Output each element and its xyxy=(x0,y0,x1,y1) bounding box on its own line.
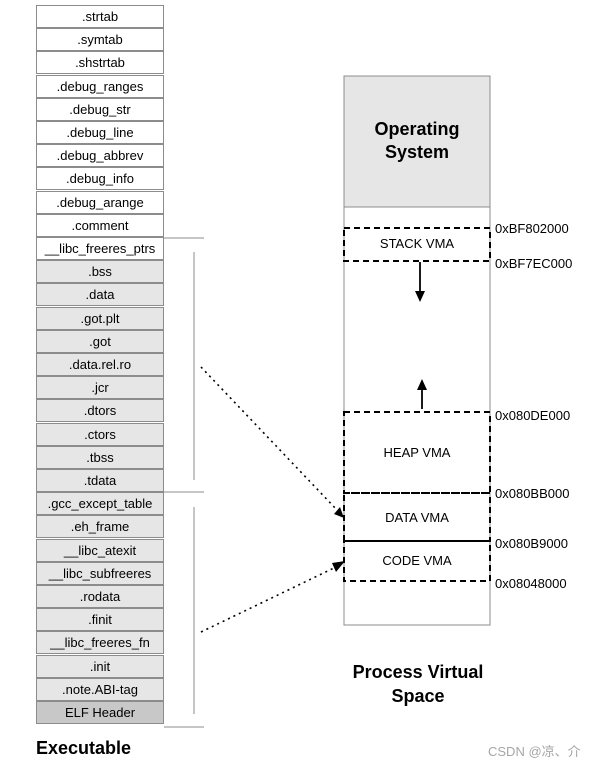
section-row: __libc_subfreeres xyxy=(36,561,164,585)
section-row: .strtab xyxy=(36,5,164,28)
data-vma-label: DATA VMA xyxy=(385,510,449,525)
section-row: .eh_frame xyxy=(36,515,164,539)
section-row: .got.plt xyxy=(36,306,164,330)
os-block xyxy=(343,75,491,208)
section-row: .comment xyxy=(36,213,164,237)
section-row: .debug_abbrev xyxy=(36,144,164,168)
section-row: .gcc_except_table xyxy=(36,492,164,516)
data-top-address: 0x080BB000 xyxy=(495,486,570,501)
heap-growth-arrow-head xyxy=(417,379,427,390)
section-row: .shstrtab xyxy=(36,51,164,75)
stack-growth-arrow-head xyxy=(415,291,425,302)
section-row: .symtab xyxy=(36,28,164,52)
section-row: .jcr xyxy=(36,376,164,400)
section-row: .debug_line xyxy=(36,121,164,144)
section-row: ELF Header xyxy=(36,701,164,724)
section-row: .finit xyxy=(36,608,164,632)
section-row: __libc_atexit xyxy=(36,538,164,562)
section-row: .got xyxy=(36,329,164,353)
executable-label: Executable xyxy=(36,738,132,758)
section-row: .init xyxy=(36,654,164,678)
data-mapping-arrow xyxy=(200,366,338,511)
section-row: .debug_arange xyxy=(36,190,164,214)
section-row: .data.rel.ro xyxy=(36,353,164,376)
stack-vma-box xyxy=(343,227,491,262)
stack-vma-label: STACK VMA xyxy=(379,236,455,251)
watermark: CSDN @凉、介 xyxy=(488,744,581,759)
code-top-address: 0x080B9000 xyxy=(495,536,569,551)
section-row: __libc_freeres_ptrs xyxy=(36,237,164,260)
code-vma-label: CODE VMA xyxy=(382,553,452,568)
code-mapping-arrow xyxy=(200,566,337,633)
section-row: .note.ABI-tag xyxy=(36,677,164,701)
code-vma-box xyxy=(343,540,491,582)
section-row: .tbss xyxy=(36,445,164,469)
code-bottom-address: 0x08048000 xyxy=(495,576,567,591)
section-row: .dtors xyxy=(36,399,164,423)
section-row: .debug_ranges xyxy=(36,74,164,98)
section-row: .debug_str xyxy=(36,97,164,121)
code-mapping-arrow-head xyxy=(332,561,345,572)
section-row: __libc_freeres_fn xyxy=(36,631,164,655)
section-row: .data xyxy=(36,283,164,307)
section-row: .tdata xyxy=(36,469,164,492)
data-vma-box xyxy=(343,492,491,542)
data-mapping-arrow-head xyxy=(334,507,344,518)
section-row: .bss xyxy=(36,260,164,284)
section-row: .ctors xyxy=(36,422,164,446)
heap-top-address: 0x080DE000 xyxy=(495,408,571,423)
stack-bottom-address: 0xBF7EC000 xyxy=(495,256,573,271)
stack-top-address: 0xBF802000 xyxy=(495,221,569,236)
heap-vma-label: HEAP VMA xyxy=(383,445,451,460)
section-row: .rodata xyxy=(36,585,164,608)
section-row: .debug_info xyxy=(36,167,164,191)
